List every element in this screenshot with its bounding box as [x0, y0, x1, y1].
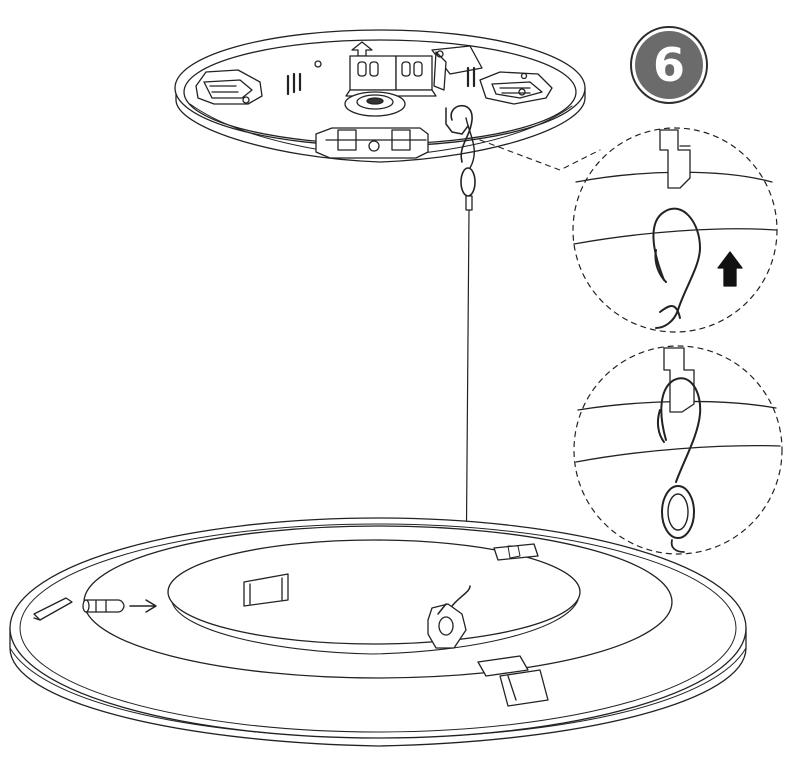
- safety-cable: [450, 104, 476, 589]
- front-bracket: [315, 127, 429, 159]
- center-hub: [344, 91, 406, 117]
- right-spring-clip: [431, 45, 553, 105]
- connector-pin: [82, 599, 125, 613]
- left-spring-clip: [195, 69, 263, 105]
- up-arrow-icon: [717, 251, 743, 287]
- detail-view-bottom: [573, 345, 783, 555]
- ring-cable-anchor: [427, 585, 471, 649]
- step-badge-fill: 6: [635, 31, 703, 99]
- step-badge: 6: [630, 26, 708, 104]
- terminal-block: [345, 55, 437, 97]
- right-arrow-icon: [129, 599, 157, 613]
- luminaire-ring: [9, 517, 747, 747]
- mounting-plate: [174, 29, 586, 163]
- detail-view-top: [479, 127, 778, 333]
- step-number: 6: [652, 38, 685, 92]
